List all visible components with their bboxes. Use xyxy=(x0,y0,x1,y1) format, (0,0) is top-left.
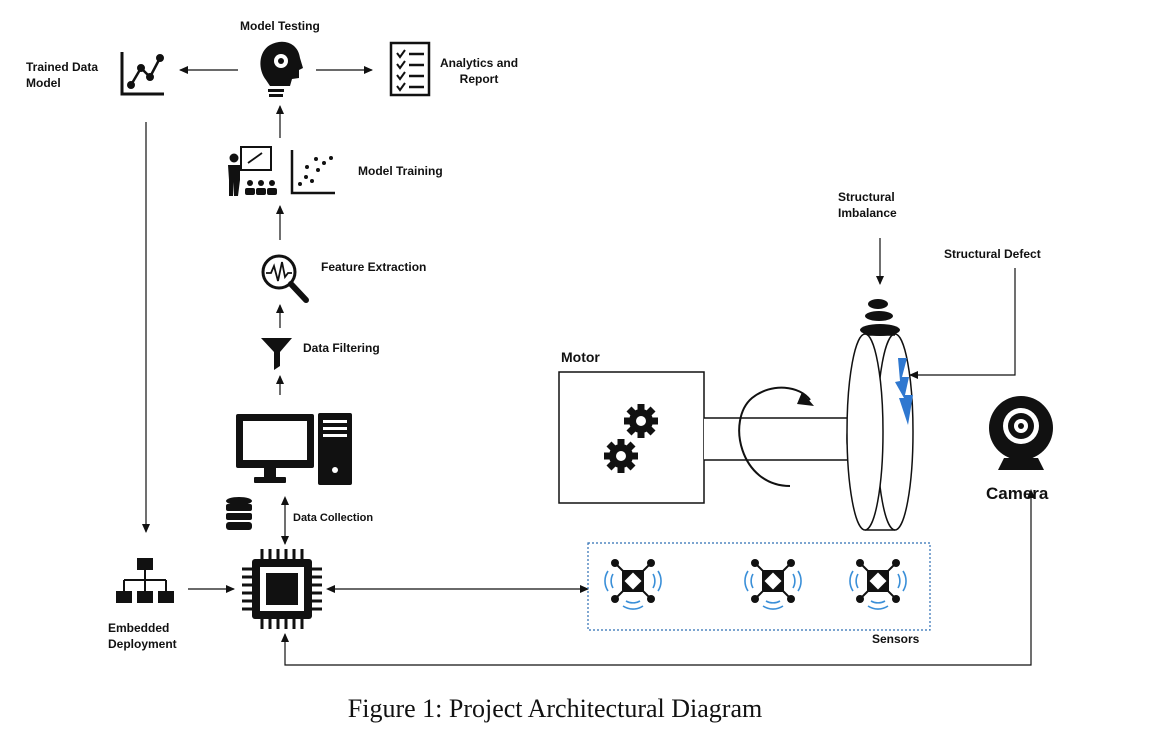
gears-icon xyxy=(604,404,658,473)
label-model-training: Model Training xyxy=(358,164,443,178)
label-camera: Camera xyxy=(986,484,1049,503)
presenter-icon xyxy=(228,146,277,196)
arrow-defect-to-disc xyxy=(909,268,1016,379)
sensor-icon xyxy=(849,559,907,610)
label-data-collection: Data Collection xyxy=(293,512,374,524)
sensor-icon xyxy=(604,559,662,610)
figure-caption: Figure 1: Project Architectural Diagram xyxy=(347,694,763,723)
rotor-disc xyxy=(846,333,914,531)
label-feature-extraction: Feature Extraction xyxy=(321,260,427,274)
lightning-icon xyxy=(895,358,913,425)
connectors xyxy=(142,66,1035,666)
sensors-box xyxy=(587,542,931,631)
motor-box xyxy=(558,371,705,504)
scatter-plot-icon xyxy=(290,150,335,195)
label-embedded-deployment: Embedded Deployment xyxy=(108,621,177,651)
label-sensors: Sensors xyxy=(872,632,920,646)
database-icon xyxy=(226,497,252,530)
webcam-icon xyxy=(989,396,1053,470)
stacked-stones-icon xyxy=(860,299,900,336)
desktop-computer-icon xyxy=(236,413,352,485)
line-chart-icon xyxy=(120,52,164,96)
label-analytics-report: Analytics and Report xyxy=(440,56,519,86)
label-model-testing: Model Testing xyxy=(240,19,320,33)
label-structural-imbalance: Structural Imbalance xyxy=(838,190,897,220)
label-trained-data-model: Trained Data Model xyxy=(26,60,99,90)
label-data-filtering: Data Filtering xyxy=(303,341,380,355)
sensor-icon xyxy=(744,559,802,610)
label-motor: Motor xyxy=(561,349,600,365)
magnifier-waveform-icon xyxy=(261,254,309,303)
funnel-icon xyxy=(261,338,292,370)
label-structural-defect: Structural Defect xyxy=(944,247,1041,261)
hierarchy-icon xyxy=(116,558,174,603)
checklist-icon xyxy=(389,41,431,97)
microchip-icon xyxy=(242,549,322,629)
arrow-camera-chip-loop xyxy=(281,489,1035,666)
rotation-arrow xyxy=(738,386,814,487)
head-gear-icon xyxy=(260,41,303,97)
motor-shaft xyxy=(704,417,858,461)
